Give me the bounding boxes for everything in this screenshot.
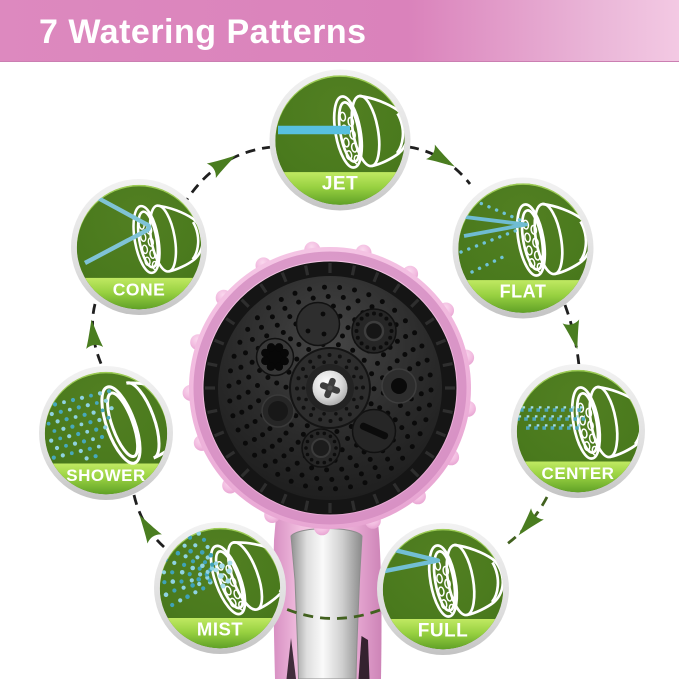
svg-text:MIST: MIST <box>197 619 243 640</box>
svg-text:FULL: FULL <box>418 621 469 642</box>
svg-text:SHOWER: SHOWER <box>66 466 146 485</box>
svg-text:CENTER: CENTER <box>542 464 615 483</box>
svg-text:JET: JET <box>322 174 358 195</box>
svg-text:CONE: CONE <box>113 279 166 299</box>
svg-text:FLAT: FLAT <box>500 282 547 302</box>
